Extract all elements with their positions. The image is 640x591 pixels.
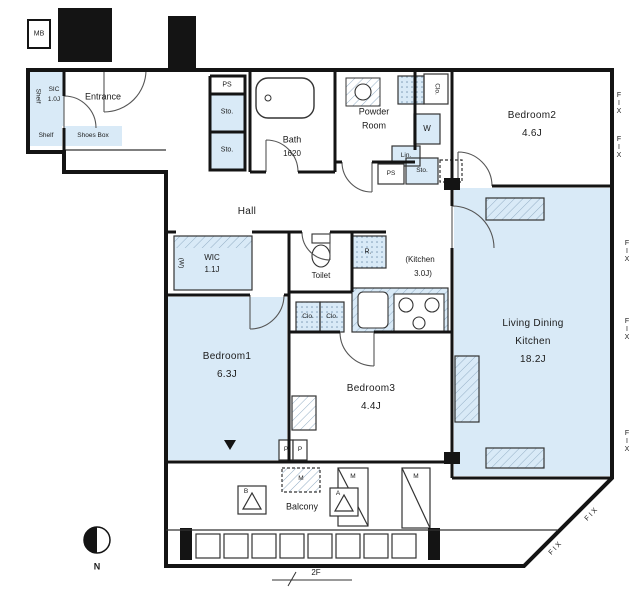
fix-window-label-4: FIX: [623, 318, 631, 342]
fixture-icons: [255, 77, 445, 333]
floor-fills: [28, 70, 610, 476]
interior-walls: [62, 70, 612, 480]
toilet-tank-icon: [311, 233, 331, 244]
structural-columns: [58, 8, 460, 560]
sic-label: SIC: [48, 85, 60, 93]
ldk-door-arc: [451, 205, 495, 249]
hatch-a-triangle-icon: [333, 493, 355, 512]
floor-label: 2F: [311, 568, 321, 577]
fix-window-label-2: FIX: [615, 136, 623, 160]
kitchen-label-1: (Kitchen: [405, 255, 435, 264]
meter-box: [27, 19, 51, 49]
mb-label: MB: [33, 30, 45, 38]
bedroom1-door-arc: [249, 294, 285, 330]
ldk-label-2: Kitchen: [515, 336, 551, 347]
ps-label-mid: PS: [386, 169, 396, 177]
balcony-railing: [166, 529, 558, 559]
entrance-door-arc: [103, 69, 147, 113]
shelf-vertical-label: Shelf: [34, 88, 42, 104]
closet-vertical-label: Clo.: [433, 83, 441, 95]
closet-label-a: Clo.: [302, 312, 314, 320]
bath-size-label: 1620: [283, 149, 301, 158]
fridge-label: R.: [364, 248, 372, 256]
meter-label-3: M: [413, 472, 419, 480]
fix-window-label-1: FIX: [615, 92, 623, 116]
bedroom2-label: Bedroom2: [507, 110, 557, 121]
compass-icon: [83, 526, 111, 554]
entrance-label: Entrance: [84, 91, 122, 102]
bedroom3-size-label: 4.4J: [360, 401, 382, 412]
sic-size-label: 1.0J: [47, 95, 61, 103]
fix-window-label-5: FIX: [623, 430, 631, 454]
bedroom2-door-arc: [457, 151, 493, 187]
closet-label-b: Clo.: [326, 312, 338, 320]
ldk-size-label: 18.2J: [520, 354, 546, 365]
balcony-label: Balcony: [285, 501, 319, 512]
ldk-label-1: Living Dining: [502, 318, 564, 329]
ps-label-top: PS: [222, 81, 232, 89]
toilet-label: Toilet: [311, 271, 331, 280]
floor-dimension-line: [272, 571, 352, 587]
bedroom3-label: Bedroom3: [346, 383, 396, 394]
kitchen-label-2: 3.0J): [414, 269, 432, 278]
kitchen-sink-icon: [357, 291, 389, 329]
shoes-box-label: Shoes Box: [77, 131, 109, 139]
storage-label-2: Sto.: [220, 146, 234, 154]
outer-walls: [26, 68, 614, 568]
bath-label: Bath: [282, 134, 302, 145]
pipe-label-2: P: [297, 445, 303, 453]
pipe-label-1: P: [283, 445, 289, 453]
entry-direction-marker: [224, 440, 236, 450]
hall-label: Hall: [237, 206, 257, 217]
storage-label-3: Sto.: [416, 166, 428, 174]
powder-room-label-1: Powder: [358, 106, 390, 117]
wic-label: WIC: [204, 253, 220, 262]
toilet-door-arc: [301, 231, 331, 261]
bedroom1-label: Bedroom1: [202, 351, 252, 362]
hatched-furniture: [281, 197, 545, 493]
sic-door-arc: [63, 95, 97, 129]
shaft-block: [168, 16, 196, 68]
powder-door-arc: [341, 161, 373, 193]
fix-window-label-3: FIX: [623, 240, 631, 264]
washer-label: W: [423, 124, 431, 133]
powder-room-label-2: Room: [361, 120, 387, 131]
bath-door-arc: [265, 139, 299, 173]
shelf-label: Shelf: [38, 131, 54, 139]
bedroom3-door-arc: [339, 331, 375, 367]
meter-label-1: M: [298, 474, 304, 482]
storage-label-1: Sto.: [220, 108, 234, 116]
north-label: N: [93, 561, 101, 572]
bedroom1-size-label: 6.3J: [216, 369, 238, 380]
bedroom2-size-label: 4.6J: [521, 128, 543, 139]
shaft-block: [58, 8, 112, 62]
meter-label-2: M: [350, 472, 356, 480]
bathtub-icon: [255, 77, 315, 119]
hatch-b-triangle-icon: [241, 491, 263, 510]
door-arcs: [63, 69, 495, 367]
hatch-b-label: B: [243, 487, 249, 495]
linen-label: Lin.: [400, 151, 412, 159]
washbasin-icon: [354, 83, 372, 101]
stove-icon: [393, 293, 445, 333]
hatch-a-label: A: [335, 489, 341, 497]
window-mark-label: (W): [177, 257, 185, 269]
wic-size-label: 1.1J: [204, 265, 220, 274]
